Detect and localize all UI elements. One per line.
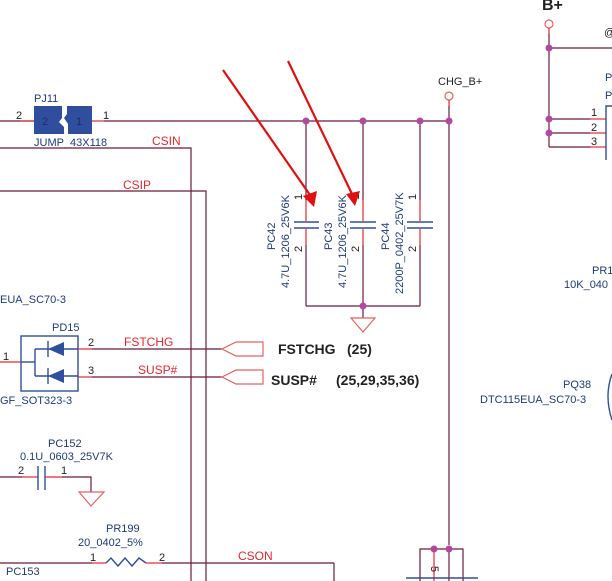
pq38-value: DTC115EUA_SC70-3 — [480, 394, 586, 406]
jumper-pad-right — [64, 106, 92, 134]
pc43-value: 4.7U_1206_25V6K — [337, 194, 349, 288]
junction-dot — [302, 117, 310, 125]
port-susp-refs: (25,29,35,36) — [336, 372, 419, 388]
junction-dot — [545, 115, 553, 123]
junction-dot — [545, 129, 553, 137]
pc44-pin1-number: 1 — [407, 194, 419, 200]
upper-left-part-value: EUA_SC70-3 — [0, 294, 66, 306]
port-fstchg-label: FSTCHG — [278, 341, 336, 357]
pc152-value: 0.1U_0603_25V7K — [20, 451, 114, 463]
junction-dot — [416, 117, 424, 125]
net-label-susp: SUSP# — [138, 363, 178, 377]
jumper-pad-left — [34, 106, 64, 134]
pj11-pin-left-number: 2 — [16, 110, 22, 122]
pd15-pin2-number: 2 — [88, 337, 94, 349]
pc44-ref: PC44 — [380, 222, 392, 250]
pc42-pin1-number: 1 — [293, 194, 305, 200]
pc42-value: 4.7U_1206_25V6K — [280, 194, 292, 288]
arrow-shaft — [287, 60, 353, 195]
net-label-csip: CSIP — [123, 178, 151, 192]
junction-dot — [545, 44, 553, 52]
junction-dot — [430, 545, 438, 553]
pc152-pin1-number: 1 — [61, 465, 67, 477]
pc42-labels: PC42 4.7U_1206_25V6K — [266, 194, 292, 288]
pd15-pin1-number: 1 — [3, 351, 9, 363]
pc44-labels: PC44 2200P_0402_25V7K — [380, 192, 406, 294]
wire-csip — [0, 190, 207, 581]
pc42-ref: PC42 — [266, 222, 278, 250]
capacitor-pc42 — [294, 121, 319, 306]
pc152-wire-right — [62, 476, 92, 492]
annotation-arrow-2 — [287, 60, 360, 206]
conn-pin1-number: 1 — [591, 107, 597, 119]
right-pr-value: 10K_040 — [564, 279, 608, 291]
chg-bplus-label: CHG_B+ — [438, 76, 482, 88]
bottom-ic-pin-number: 5 — [428, 566, 440, 572]
right-pr-ref: PR1 — [592, 265, 612, 277]
pc153-ref: PC153 — [6, 566, 40, 578]
pc44-value: 2200P_0402_25V7K — [394, 192, 406, 294]
right-top-glyph: @ — [604, 27, 612, 39]
net-label-cson: CSON — [238, 549, 273, 563]
port-fstchg — [220, 341, 264, 357]
pc43-labels: PC43 4.7U_1206_25V6K — [323, 194, 349, 288]
conn-pin3-number: 3 — [591, 136, 597, 148]
pj11-ref: PJ11 — [34, 93, 58, 105]
pc43-pin2-number: 2 — [350, 246, 362, 252]
diode-a-triangle — [48, 342, 64, 356]
pq38-ref: PQ38 — [563, 379, 591, 391]
right-p-label-2: P — [605, 90, 612, 102]
junction-dot — [359, 117, 367, 125]
pc152-pin2-number: 2 — [18, 465, 24, 477]
pr199-pin2-number: 2 — [159, 552, 165, 564]
pc152-ref: PC152 — [48, 438, 82, 450]
pr199-ref: PR199 — [106, 523, 140, 535]
pd15-body — [20, 335, 79, 392]
pr199-value: 20_0402_5% — [78, 537, 143, 549]
right-connector-body — [605, 105, 612, 160]
junction-dot — [445, 117, 453, 125]
pc42-pin2-number: 2 — [293, 246, 305, 252]
pj11-jumper — [34, 106, 92, 134]
bottom-ic-wires — [419, 548, 464, 581]
port-fstchg-refs: (25) — [347, 341, 372, 357]
pd15-ref: PD15 — [52, 322, 80, 334]
ground-symbol-pc152 — [77, 491, 106, 507]
net-label-fstchg: FSTCHG — [124, 335, 173, 349]
junction-dot — [445, 545, 453, 553]
pj11-pin-right-number: 1 — [103, 110, 109, 122]
bplus-label: B+ — [542, 0, 563, 14]
arrow-shaft — [222, 69, 311, 196]
pj11-pad-right-label: 1 — [76, 116, 82, 128]
capacitor-pc43 — [350, 121, 376, 318]
port-susp-label: SUSP# — [271, 372, 317, 388]
arrow-head — [303, 191, 317, 207]
pd15-value: GF_SOT323-3 — [0, 395, 72, 407]
pc43-ref: PC43 — [323, 222, 335, 250]
pj11-pad-left-label: 2 — [42, 116, 48, 128]
bplus-terminal — [544, 19, 554, 29]
port-susp — [220, 369, 264, 385]
pr199-resistor-zigzag — [105, 556, 147, 568]
pj11-value: JUMP_43X118 — [34, 137, 107, 149]
pr199-pin1-number: 1 — [90, 552, 96, 564]
pd15-pin3-number: 3 — [88, 365, 94, 377]
capacitor-pc44 — [407, 121, 433, 306]
diode-b-triangle — [48, 369, 64, 383]
right-p-label-1: P — [605, 72, 612, 84]
chg-bplus-terminal — [444, 91, 454, 101]
annotation-arrow-1 — [222, 69, 317, 207]
conn-pin2-number: 2 — [591, 122, 597, 134]
pq38-body-arc — [607, 373, 612, 421]
arrow-head — [346, 191, 360, 206]
pc44-pin2-number: 2 — [407, 246, 419, 252]
ground-symbol-caps — [349, 317, 377, 333]
junction-dot — [359, 302, 367, 310]
net-label-csin: CSIN — [152, 134, 181, 148]
wire-csin — [0, 147, 192, 581]
